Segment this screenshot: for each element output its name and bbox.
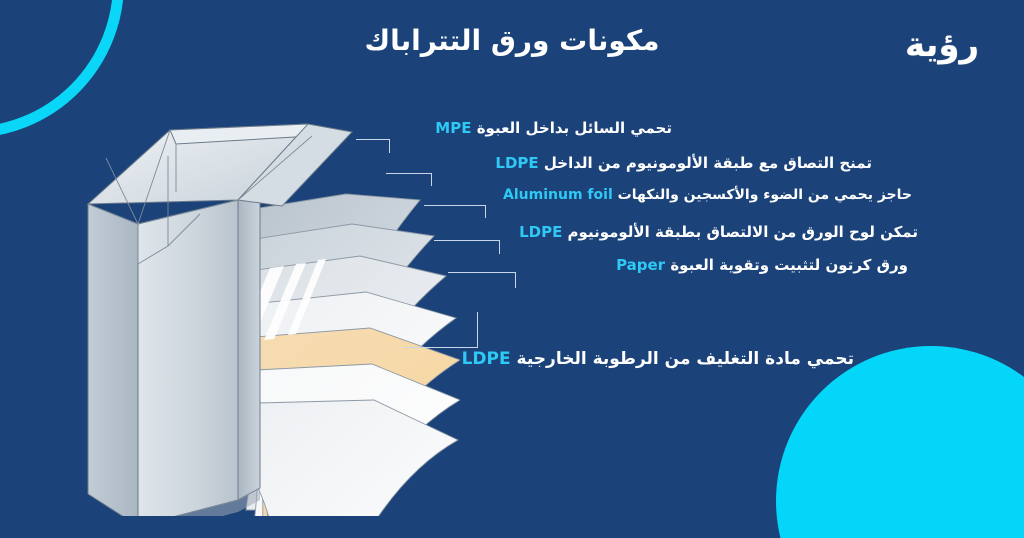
callout-term-5: Paper <box>616 256 666 274</box>
leader-line-6 <box>404 312 478 348</box>
callout-term-2: LDPE <box>495 154 539 172</box>
callout-description-4: تمكن لوح الورق من الالتصاق بطبقة الألومو… <box>567 223 918 241</box>
callout-description-5: ورق كرتون لتثبيت وتقوية العبوة <box>670 256 908 274</box>
leader-line-3 <box>424 205 486 218</box>
callout-ldpe-outer: تحمي مادة التغليف من الرطوبة الخارجية LD… <box>462 350 854 369</box>
brand-logo: رؤية <box>904 25 980 65</box>
leader-line-2 <box>386 173 432 186</box>
callout-description-3: حاجز يحمي من الضوء والأكسجين والنكهات <box>617 187 912 203</box>
callout-ldpe-paper-bond: تمكن لوح الورق من الالتصاق بطبقة الألومو… <box>519 224 918 241</box>
leader-line-1 <box>356 139 390 153</box>
leader-line-4 <box>434 240 500 254</box>
callout-term-4: LDPE <box>519 223 563 241</box>
decorative-circle-bottom-right <box>776 346 1024 538</box>
callout-description-1: تحمي السائل بداخل العبوة <box>476 119 672 137</box>
leader-line-5 <box>448 272 516 288</box>
callout-aluminum-foil: حاجز يحمي من الضوء والأكسجين والنكهات Al… <box>503 187 912 203</box>
page-title: مكونات ورق التتراباك <box>364 24 660 57</box>
callout-term-6: LDPE <box>461 349 511 369</box>
carton-illustration <box>60 96 460 516</box>
callout-paper: ورق كرتون لتثبيت وتقوية العبوة Paper <box>616 257 908 274</box>
callout-description-6: تحمي مادة التغليف من الرطوبة الخارجية <box>516 349 854 369</box>
callout-term-3: Aluminum foil <box>503 187 613 203</box>
callout-ldpe-inner: تمنح التصاق مع طبقة الألومونيوم من الداخ… <box>495 155 872 172</box>
callout-description-2: تمنح التصاق مع طبقة الألومونيوم من الداخ… <box>543 154 872 172</box>
callout-mpe: تحمي السائل بداخل العبوة MPE <box>435 120 672 137</box>
callout-term-1: MPE <box>435 119 472 137</box>
